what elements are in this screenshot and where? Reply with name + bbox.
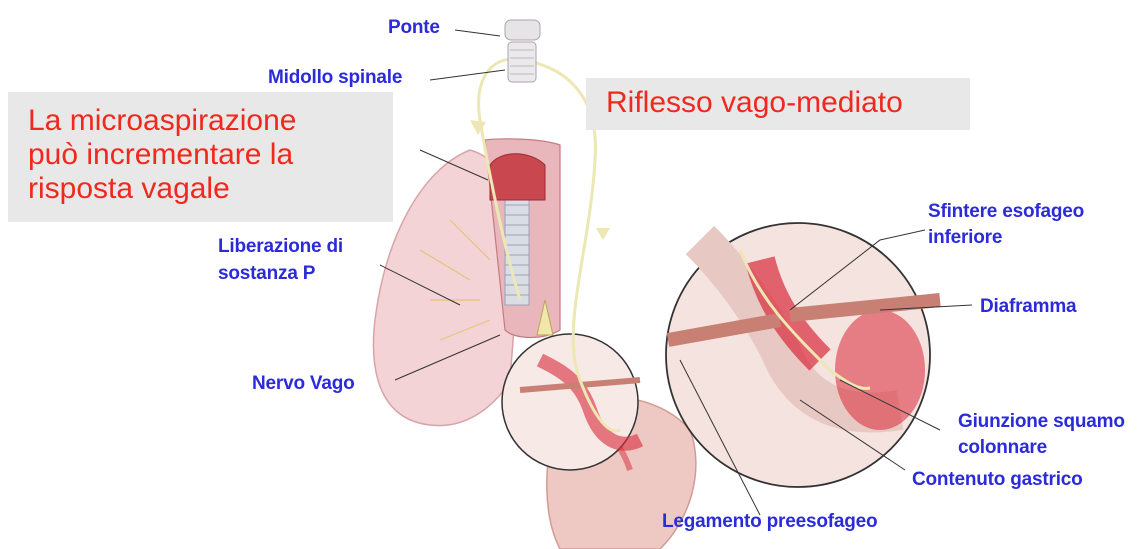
label-contenuto-gastrico: Contenuto gastrico [912, 468, 1083, 491]
label-sfintere-2: inferiore [928, 226, 1002, 249]
callout-riflesso-vago: Riflesso vago-mediato [586, 78, 970, 130]
label-ponte: Ponte [388, 16, 440, 39]
callout-micro-line-1: La microaspirazione [28, 104, 393, 138]
label-midollo-spinale: Midollo spinale [268, 66, 402, 89]
label-legamento-preesofageo: Legamento preesofageo [662, 510, 877, 533]
label-liberazione-2: sostanza P [218, 262, 315, 285]
label-diaframma: Diaframma [980, 295, 1076, 318]
label-giunzione-1: Giunzione squamo [958, 410, 1125, 433]
label-liberazione-1: Liberazione di [218, 235, 343, 258]
label-giunzione-2: colonnare [958, 436, 1047, 459]
label-nervo-vago: Nervo Vago [252, 372, 355, 395]
callout-micro-line-2: può incrementare la [28, 138, 393, 172]
callout-vago-text: Riflesso vago-mediato [606, 86, 970, 120]
callout-microaspirazione: La microaspirazione può incrementare la … [8, 92, 393, 222]
label-sfintere-1: Sfintere esofageo [928, 200, 1084, 223]
callout-micro-line-3: risposta vagale [28, 172, 393, 206]
larynx [490, 154, 545, 200]
brainstem-icon [505, 20, 540, 82]
